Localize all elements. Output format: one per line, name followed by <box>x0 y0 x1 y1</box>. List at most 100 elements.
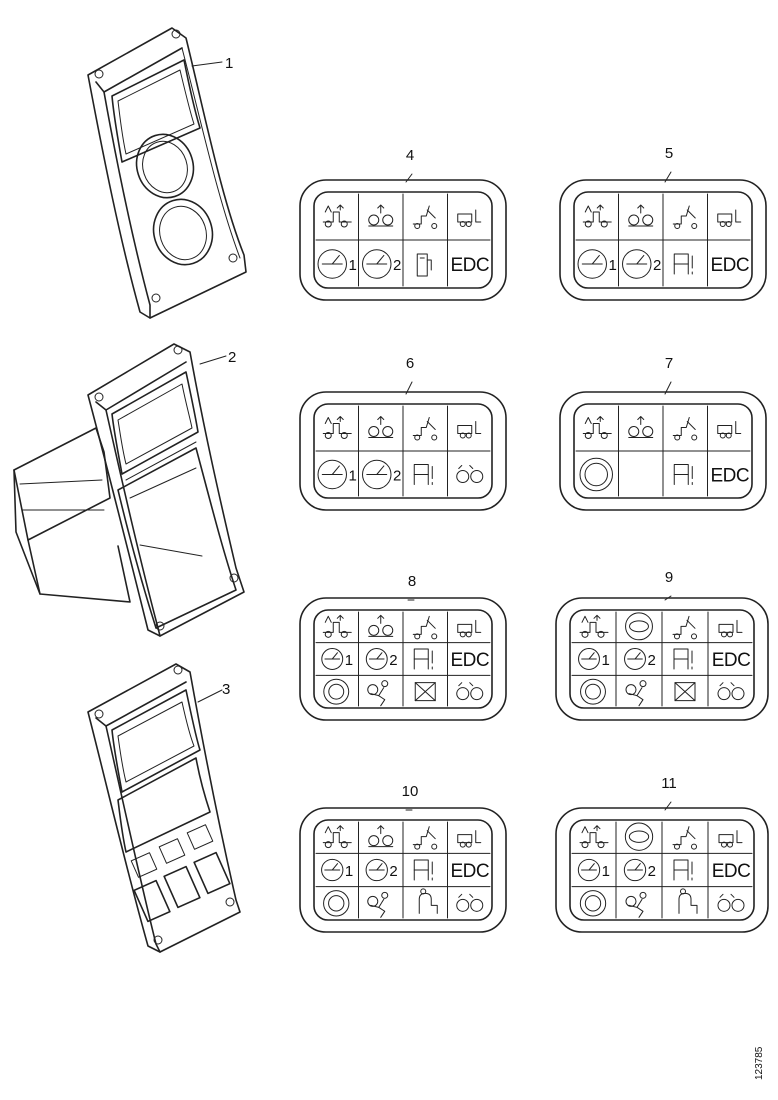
diff-lock-icon <box>456 893 484 912</box>
fuel-pump-icon <box>416 253 432 277</box>
panel-5-label: 5 <box>665 145 673 162</box>
leader-line <box>664 595 672 601</box>
seat-icon <box>678 888 698 914</box>
gauge-index-1: 1 <box>601 652 609 669</box>
edc-cell: EDC <box>450 650 489 671</box>
cab-icon <box>673 253 693 275</box>
airbag-icon <box>367 891 389 918</box>
cab-icon <box>673 648 693 670</box>
truck-lift-icon <box>579 614 609 638</box>
trailer-icon <box>717 209 742 227</box>
edc-label: EDC <box>450 861 489 882</box>
gauge-1-icon: 1 <box>317 459 357 490</box>
panel-10: 1 2 EDC 10 <box>299 783 507 933</box>
edc-label: EDC <box>710 466 749 487</box>
tipper-icon <box>672 615 697 640</box>
gauge-1-icon: 1 <box>577 249 617 279</box>
edc-label: EDC <box>712 650 751 671</box>
leader-line <box>405 173 413 183</box>
truck-lift-icon <box>582 416 612 439</box>
edc-label: EDC <box>450 650 489 671</box>
part-2-label: 2 <box>228 349 236 366</box>
panel-6: 1 2 6 <box>299 355 507 511</box>
gauge-index-2: 2 <box>389 652 397 669</box>
diff-lock-icon <box>456 465 484 483</box>
trailer-icon <box>718 830 743 848</box>
tipper-icon <box>412 205 438 229</box>
panel-9-label: 9 <box>665 569 673 586</box>
panel-6-label: 6 <box>406 355 414 372</box>
gauge-index-2: 2 <box>393 468 401 485</box>
crossed-box-icon <box>674 682 696 702</box>
edc-cell: EDC <box>710 466 749 487</box>
panel-8-label: 8 <box>408 573 416 590</box>
gauge-index-2: 2 <box>389 863 397 880</box>
edc-cell: EDC <box>450 861 489 882</box>
panel-8: 1 2 EDC 8 <box>299 573 507 721</box>
brake-ring-icon <box>579 890 607 917</box>
brake-ring-icon <box>580 678 606 705</box>
gauge-1-icon: 1 <box>321 858 353 882</box>
gauge-index-2: 2 <box>393 257 401 274</box>
panel-7-label: 7 <box>665 355 673 372</box>
part-1-label: 1 <box>225 55 233 72</box>
gauge-index-2: 2 <box>653 257 661 274</box>
axle-icon <box>368 614 394 637</box>
airbag-icon <box>367 680 389 707</box>
diff-lock-icon <box>717 682 745 701</box>
cab-icon <box>673 464 693 485</box>
airbag-icon <box>625 891 647 918</box>
truck-lift-icon <box>582 204 612 228</box>
panel-4-label: 4 <box>406 147 414 164</box>
gauge-2-icon: 2 <box>365 648 398 670</box>
leader-line <box>664 171 672 183</box>
gauge-index-1: 1 <box>345 863 353 880</box>
edc-cell: EDC <box>710 255 749 276</box>
trailer-icon <box>717 421 742 439</box>
tipper-icon <box>412 615 438 640</box>
cab-icon <box>413 648 433 670</box>
edc-label: EDC <box>450 255 489 276</box>
cab-icon <box>413 464 433 485</box>
gauge-2-icon: 2 <box>624 648 656 670</box>
abs-icon <box>625 612 653 641</box>
axle-icon <box>628 204 654 227</box>
part-3-label: 3 <box>222 681 230 698</box>
panel-5: 1 2 EDC 5 <box>559 145 767 301</box>
edc-cell: EDC <box>450 255 489 276</box>
tipper-icon <box>672 826 697 850</box>
edc-label: EDC <box>710 255 749 276</box>
gauge-index-1: 1 <box>608 257 616 274</box>
truck-lift-icon <box>579 825 609 849</box>
trailer-icon <box>457 421 482 439</box>
tipper-icon <box>412 417 438 441</box>
trailer-icon <box>457 209 482 227</box>
gauge-1-icon: 1 <box>321 648 353 670</box>
truck-lift-icon <box>322 825 352 849</box>
leader-line <box>664 381 672 395</box>
axle-icon <box>628 416 654 438</box>
edc-cell: EDC <box>712 861 751 882</box>
truck-lift-icon <box>322 204 352 228</box>
crossed-box-icon <box>414 682 436 702</box>
gauge-2-icon: 2 <box>362 249 401 279</box>
gauge-1-icon: 1 <box>577 858 610 882</box>
panel-11-label: 11 <box>661 775 677 792</box>
panel-10-label: 10 <box>402 783 419 800</box>
leader-line <box>664 801 672 811</box>
gauge-2-icon: 2 <box>623 858 656 882</box>
bezel-part-1: 1 <box>87 27 247 319</box>
truck-lift-icon <box>322 416 352 439</box>
panel-9: 1 2 EDC 9 <box>555 569 769 721</box>
axle-icon <box>368 416 394 438</box>
brake-ring-icon <box>323 890 350 917</box>
gauge-index-2: 2 <box>647 652 655 669</box>
trailer-icon <box>718 619 743 638</box>
axle-icon <box>368 204 394 227</box>
cab-icon <box>673 859 693 881</box>
diff-lock-icon <box>456 682 484 701</box>
